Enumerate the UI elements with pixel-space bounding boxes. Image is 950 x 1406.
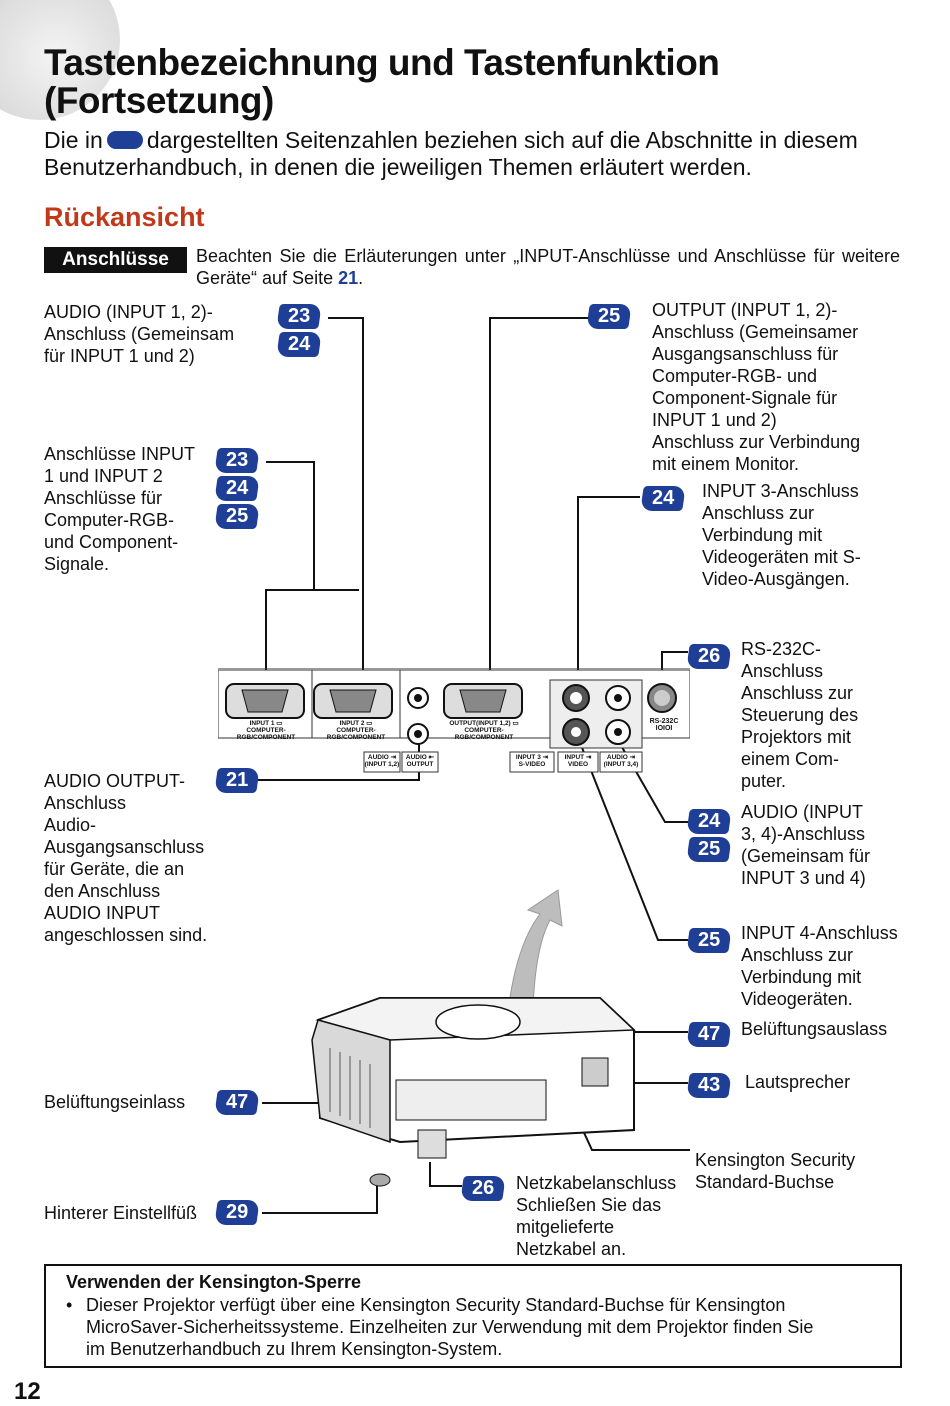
callout-audio-input34: AUDIO (INPUT 3, 4)-Anschluss (Gemeinsam … bbox=[741, 802, 871, 888]
page-badge[interactable]: 25 bbox=[686, 928, 732, 953]
callout-foot: Hinterer Einstellfüß bbox=[44, 1203, 198, 1223]
output-port-label: OUTPUT(INPUT 1,2) ▭COMPUTER-RGB/COMPONEN… bbox=[449, 720, 519, 741]
bullet-icon: • bbox=[66, 1295, 73, 1315]
page-badge[interactable]: 23 bbox=[276, 304, 322, 329]
callout-audio-output: AUDIO OUTPUT- Anschluss Audio- Ausgangsa… bbox=[44, 771, 208, 945]
callout-exhaust: Belüftungsauslass bbox=[741, 1019, 888, 1039]
page-badge[interactable]: 25 bbox=[686, 837, 732, 862]
projector-illustration bbox=[311, 889, 636, 1187]
callout-input4: INPUT 4-Anschluss Anschluss zur Verbindu… bbox=[741, 923, 898, 1009]
callout-audio-input12: AUDIO (INPUT 1, 2)- Anschluss (Gemeinsam… bbox=[44, 302, 235, 366]
page-number: 12 bbox=[14, 1378, 41, 1405]
callout-intake: Belüftungseinlass bbox=[44, 1092, 186, 1112]
callout-input12: Anschlüsse INPUT 1 und INPUT 2 Anschlüss… bbox=[44, 444, 196, 574]
note-title: Verwenden der Kensington-Sperre bbox=[66, 1272, 362, 1292]
page-badge[interactable]: 43 bbox=[686, 1073, 732, 1098]
page-badge[interactable]: 23 bbox=[214, 448, 260, 473]
page-title: Tastenbezeichnung und Tastenfunktion (Fo… bbox=[44, 44, 914, 120]
rear-connector-panel: INPUT 1 ▭COMPUTER-RGB/COMPONENT INPUT 2 … bbox=[218, 668, 690, 778]
title-line-1: Tastenbezeichnung und Tastenfunktion bbox=[44, 42, 720, 83]
page-badge[interactable]: 24 bbox=[686, 809, 732, 834]
input3-port-label: INPUT 3 ⇥S-VIDEO bbox=[515, 754, 549, 768]
section-tag-description: Beachten Sie die Erläuterungen unter „IN… bbox=[196, 245, 900, 289]
input4-port-label: INPUT ⇥VIDEO bbox=[564, 754, 592, 768]
page-badge[interactable]: 24 bbox=[214, 476, 260, 501]
note-body: • Dieser Projektor verfügt über eine Ken… bbox=[66, 1295, 814, 1359]
input2-port-label: INPUT 2 ▭COMPUTER-RGB/COMPONENT bbox=[326, 720, 386, 741]
audio-out-port-label: AUDIO ⇤OUTPUT bbox=[405, 754, 435, 768]
title-line-2: (Fortsetzung) bbox=[44, 80, 274, 121]
page-badge[interactable]: 47 bbox=[686, 1022, 732, 1047]
callout-power: Netzkabelanschluss Schließen Sie das mit… bbox=[516, 1173, 677, 1259]
intro-after: dargestellten Seitenzahlen beziehen sich… bbox=[44, 127, 858, 180]
callout-rs232c: RS-232C- Anschluss Anschluss zur Steueru… bbox=[741, 639, 859, 791]
page-badge[interactable]: 24 bbox=[640, 486, 686, 511]
page-badge[interactable]: 47 bbox=[214, 1090, 260, 1115]
audio-in12-port-label: AUDIO ⇥(INPUT 1,2) bbox=[364, 754, 400, 768]
section-title: Rückansicht bbox=[44, 202, 205, 232]
tag-desc-text: Beachten Sie die Erläuterungen unter „IN… bbox=[196, 246, 900, 288]
page-ref-link[interactable]: 21 bbox=[338, 268, 359, 288]
section-tag: Anschlüsse bbox=[44, 247, 187, 273]
power-socket-icon bbox=[417, 1129, 447, 1159]
intro-before: Die in bbox=[44, 127, 103, 153]
page-ref-pill-icon bbox=[106, 130, 143, 149]
page-badge[interactable]: 25 bbox=[214, 504, 260, 529]
callout-output: OUTPUT (INPUT 1, 2)- Anschluss (Gemeinsa… bbox=[652, 300, 861, 474]
page-badge[interactable]: 21 bbox=[214, 768, 260, 793]
connector-panel-drawing bbox=[218, 668, 690, 773]
audio-in34-port-label: AUDIO ⇥(INPUT 3,4) bbox=[603, 754, 639, 768]
callout-kensington: Kensington Security Standard-Buchse bbox=[695, 1150, 856, 1192]
vga-port-icon bbox=[225, 683, 523, 719]
page-badge[interactable]: 25 bbox=[586, 304, 632, 329]
page-badge[interactable]: 26 bbox=[460, 1176, 506, 1201]
callout-input3: INPUT 3-Anschluss Anschluss zur Verbindu… bbox=[702, 481, 861, 589]
page-badge[interactable]: 26 bbox=[686, 644, 732, 669]
page-badge[interactable]: 24 bbox=[276, 332, 322, 357]
kensington-note-box: Verwenden der Kensington-Sperre • Dieser… bbox=[44, 1264, 902, 1368]
input1-port-label: INPUT 1 ▭COMPUTER-RGB/COMPONENT bbox=[236, 720, 296, 741]
tag-desc-end: . bbox=[358, 268, 364, 288]
callout-speaker: Lautsprecher bbox=[745, 1072, 851, 1092]
page-badge[interactable]: 29 bbox=[214, 1200, 260, 1225]
